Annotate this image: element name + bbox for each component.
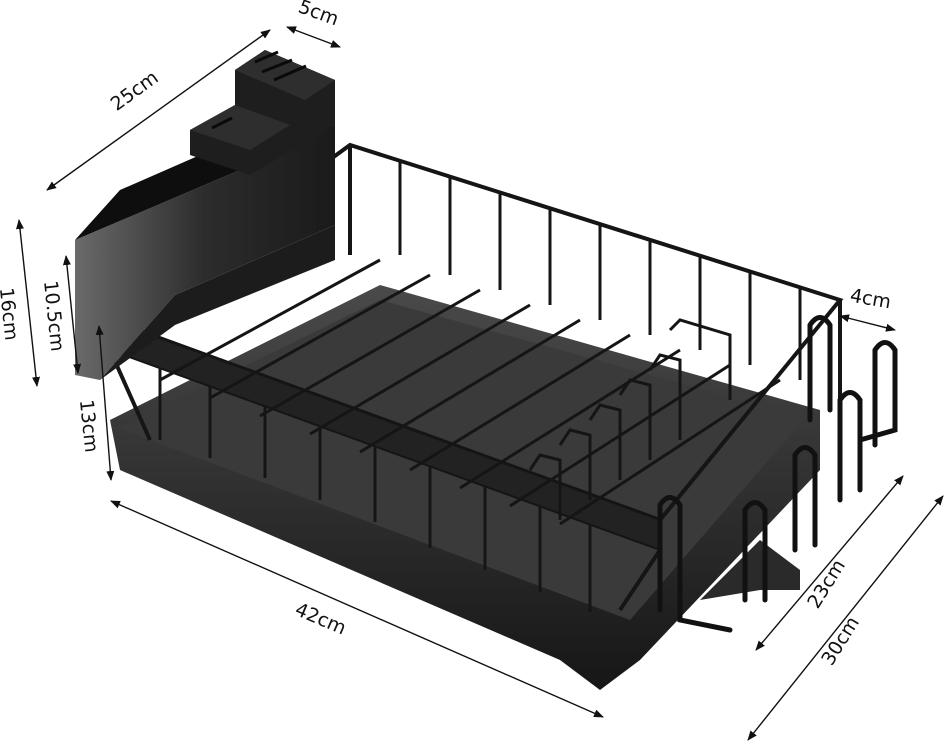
dim-30cm-line <box>747 495 944 741</box>
drip-tray <box>110 285 820 690</box>
dim-10-5cm-line <box>62 255 82 374</box>
wire-basket <box>105 142 844 612</box>
dim-25cm-line <box>46 29 271 191</box>
dim-4cm-line <box>839 314 896 332</box>
dimension-lines <box>15 26 944 741</box>
dim-13cm-line <box>95 325 115 481</box>
dim-16cm-line <box>15 219 41 387</box>
dim-42cm-line <box>110 500 604 718</box>
dim-5cm-line <box>286 26 341 48</box>
